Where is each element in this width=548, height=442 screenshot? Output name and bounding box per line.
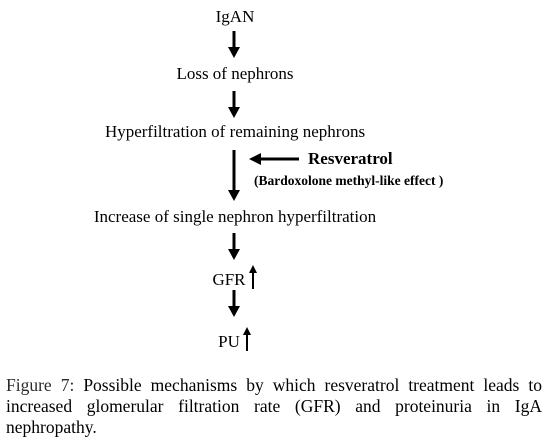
node-loss-of-nephrons: Loss of nephrons [0, 64, 470, 84]
resveratrol-subtitle: (Bardoxolone methyl-like effect ) [254, 173, 444, 188]
node-igan-label: IgAN [215, 7, 255, 26]
figure-caption: Figure 7: Possible mechanisms by which r… [6, 375, 542, 438]
node-gfr-label: GFR [212, 270, 246, 289]
down-arrow-long-icon [228, 150, 240, 201]
down-arrow-icon [228, 91, 240, 118]
resveratrol-label: Resveratrol [308, 149, 393, 168]
node-loss-label: Loss of nephrons [176, 64, 294, 83]
node-hyperfiltration-remaining: Hyperfiltration of remaining nephrons [0, 122, 470, 142]
up-arrow-icon [248, 265, 257, 289]
down-arrow-icon [228, 233, 240, 260]
node-pu: PU [0, 327, 470, 352]
down-arrow-icon [228, 31, 240, 58]
down-arrow-icon [228, 290, 240, 317]
node-single-nephron-label: Increase of single nephron hyperfiltrati… [93, 207, 377, 226]
node-single-nephron-hyperfiltration: Increase of single nephron hyperfiltrati… [0, 207, 470, 227]
node-gfr: GFR [0, 265, 470, 290]
left-arrow-icon [249, 153, 299, 165]
node-pu-label: PU [218, 332, 240, 351]
caption-label: Figure 7: [6, 375, 75, 395]
caption-text: Possible mechanisms by which resveratrol… [6, 375, 542, 437]
node-hyperfiltration-label: Hyperfiltration of remaining nephrons [104, 122, 366, 141]
up-arrow-icon [242, 327, 251, 351]
node-igan: IgAN [0, 7, 470, 27]
